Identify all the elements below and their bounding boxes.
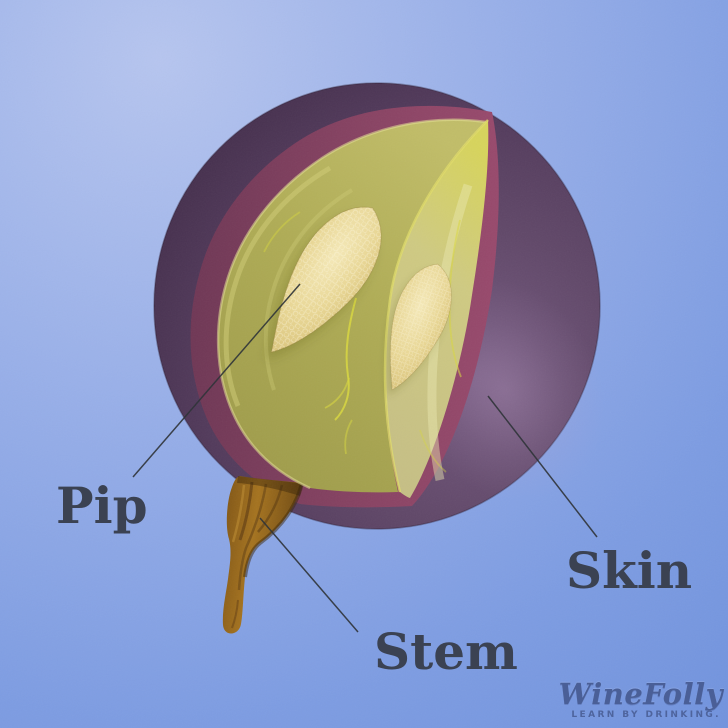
label-pip: Pip bbox=[56, 476, 148, 535]
winefolly-logo: WineFolly LEARN BY DRINKING. bbox=[558, 677, 723, 721]
label-skin: Skin bbox=[566, 541, 693, 600]
winefolly-tagline: LEARN BY DRINKING. bbox=[571, 710, 721, 720]
winefolly-wordmark: WineFolly bbox=[558, 677, 723, 711]
label-stem: Stem bbox=[374, 622, 518, 681]
